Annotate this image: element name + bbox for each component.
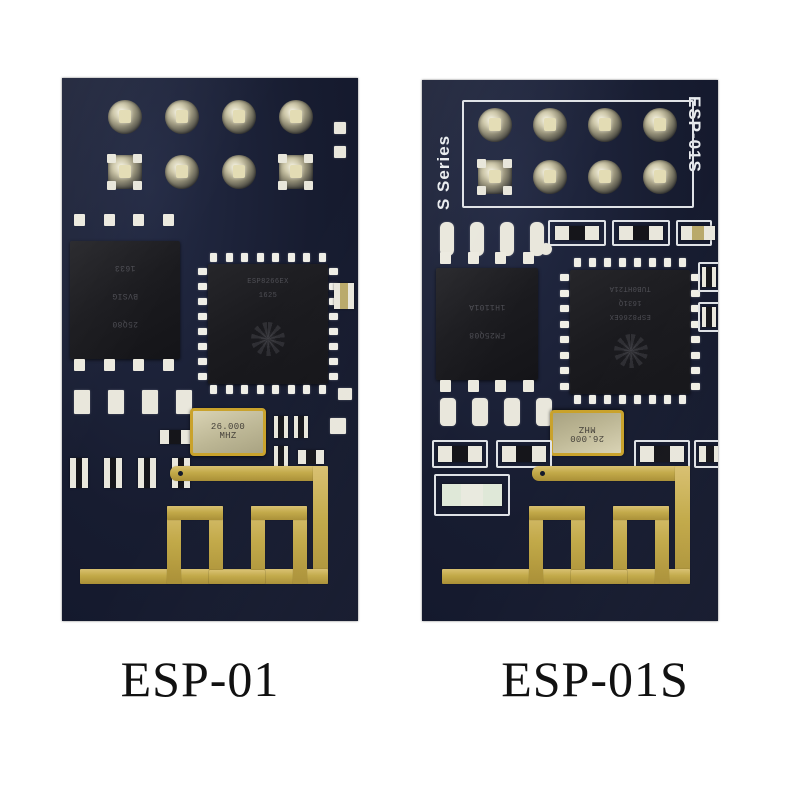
component-silkscreen-box xyxy=(496,440,552,468)
header-pin-hole xyxy=(588,160,622,194)
smd-resistor xyxy=(555,226,599,240)
solder-pad xyxy=(330,418,346,434)
solder-pad xyxy=(334,146,346,158)
component-silkscreen-box xyxy=(432,440,488,468)
smd-component xyxy=(274,446,288,468)
smd-component xyxy=(681,226,715,240)
board-esp-01: 1633 BVSIG 25Q80 ESP8266EX 1625 xyxy=(62,78,358,621)
board-esp-01s: S Series ESP-01S 1H1101A FM xyxy=(422,80,718,621)
status-led xyxy=(442,484,502,506)
smd-capacitor xyxy=(138,458,157,488)
header-pin-hole xyxy=(165,100,199,134)
flash-chip-top-legs xyxy=(74,214,174,226)
crystal-oscillator: 26.000 MHZ xyxy=(190,408,266,456)
header-pin-hole xyxy=(222,155,256,189)
smd-capacitor xyxy=(70,458,89,488)
header-pin-hole xyxy=(478,108,512,142)
smd-resistor xyxy=(619,226,663,240)
smd-component xyxy=(702,267,716,287)
solder-pad xyxy=(142,390,158,414)
smd-component xyxy=(702,307,716,327)
meander-pcb-antenna xyxy=(422,80,718,621)
solder-pad xyxy=(536,398,552,426)
smd-component xyxy=(274,416,288,438)
caption-esp-01s: ESP-01S xyxy=(501,651,689,707)
header-pin-hole xyxy=(643,160,677,194)
soc-top-pads xyxy=(574,258,686,267)
header-pin-hole xyxy=(165,155,199,189)
soc-right-pads xyxy=(329,268,338,380)
flash-chip-top-legs xyxy=(440,252,534,264)
smd-component xyxy=(438,446,482,462)
header-silkscreen-box xyxy=(462,100,694,208)
smd-component xyxy=(294,416,308,438)
header-pin-hole xyxy=(279,100,313,134)
header-pin-hole xyxy=(108,100,142,134)
smd-component xyxy=(502,446,546,462)
flash-memory-chip: 1H1101A FM25Q08 xyxy=(436,268,538,380)
flash-memory-chip: 1633 BVSIG 25Q80 xyxy=(70,241,180,359)
smd-component xyxy=(640,446,684,462)
solder-pad xyxy=(338,388,352,400)
smd-component xyxy=(298,450,324,464)
header-pin-hole xyxy=(643,108,677,142)
esp8266ex-soc: TUB0HT21A 1631Q ESP8266EX xyxy=(570,270,690,394)
component-silkscreen-box xyxy=(694,440,718,468)
esp8266ex-soc: ESP8266EX 1625 xyxy=(208,264,328,384)
solder-pad xyxy=(472,398,488,426)
flash-chip-bottom-legs xyxy=(74,359,174,371)
soc-top-pads xyxy=(210,253,326,262)
smd-component xyxy=(699,446,718,462)
solder-pad xyxy=(74,390,90,414)
header-pin-hole xyxy=(477,159,512,195)
smd-resistor xyxy=(160,430,190,444)
espressif-logo-icon xyxy=(614,334,648,368)
meander-pcb-antenna xyxy=(62,78,358,621)
soc-marking: ESP8266EX xyxy=(247,278,289,286)
flash-chip-bottom-legs xyxy=(440,380,534,392)
header-pin-hole xyxy=(278,154,313,190)
solder-pad xyxy=(108,390,124,414)
smd-capacitor xyxy=(104,458,123,488)
smd-component xyxy=(334,283,354,309)
component-silkscreen-box xyxy=(698,302,718,332)
status-led-silkscreen-box xyxy=(434,474,510,516)
soc-bottom-pads xyxy=(574,395,686,404)
crystal-marking-unit: MHZ xyxy=(219,431,237,441)
solder-pad xyxy=(334,122,346,134)
header-pin-hole xyxy=(222,100,256,134)
component-silkscreen-box xyxy=(698,262,718,292)
solder-pad xyxy=(440,222,454,256)
solder-pad xyxy=(176,390,192,414)
header-pin-hole xyxy=(588,108,622,142)
solder-pad xyxy=(530,222,544,256)
solder-pad xyxy=(470,222,484,256)
espressif-logo-icon xyxy=(251,322,285,356)
solder-pad xyxy=(440,398,456,426)
header-pin-hole xyxy=(533,160,567,194)
component-silkscreen-box xyxy=(548,220,606,246)
component-silkscreen-box xyxy=(612,220,670,246)
soc-left-pads xyxy=(198,268,207,380)
caption-esp-01: ESP-01 xyxy=(120,651,280,707)
soc-bottom-pads xyxy=(210,385,326,394)
soc-marking: 1625 xyxy=(258,292,278,300)
header-pin-hole xyxy=(533,108,567,142)
soc-left-pads xyxy=(560,274,569,390)
header-pin-hole xyxy=(107,154,142,190)
solder-pad xyxy=(504,398,520,426)
solder-pad xyxy=(500,222,514,256)
crystal-marking-frequency: 26.000 xyxy=(210,421,246,432)
soc-right-pads xyxy=(691,274,700,390)
